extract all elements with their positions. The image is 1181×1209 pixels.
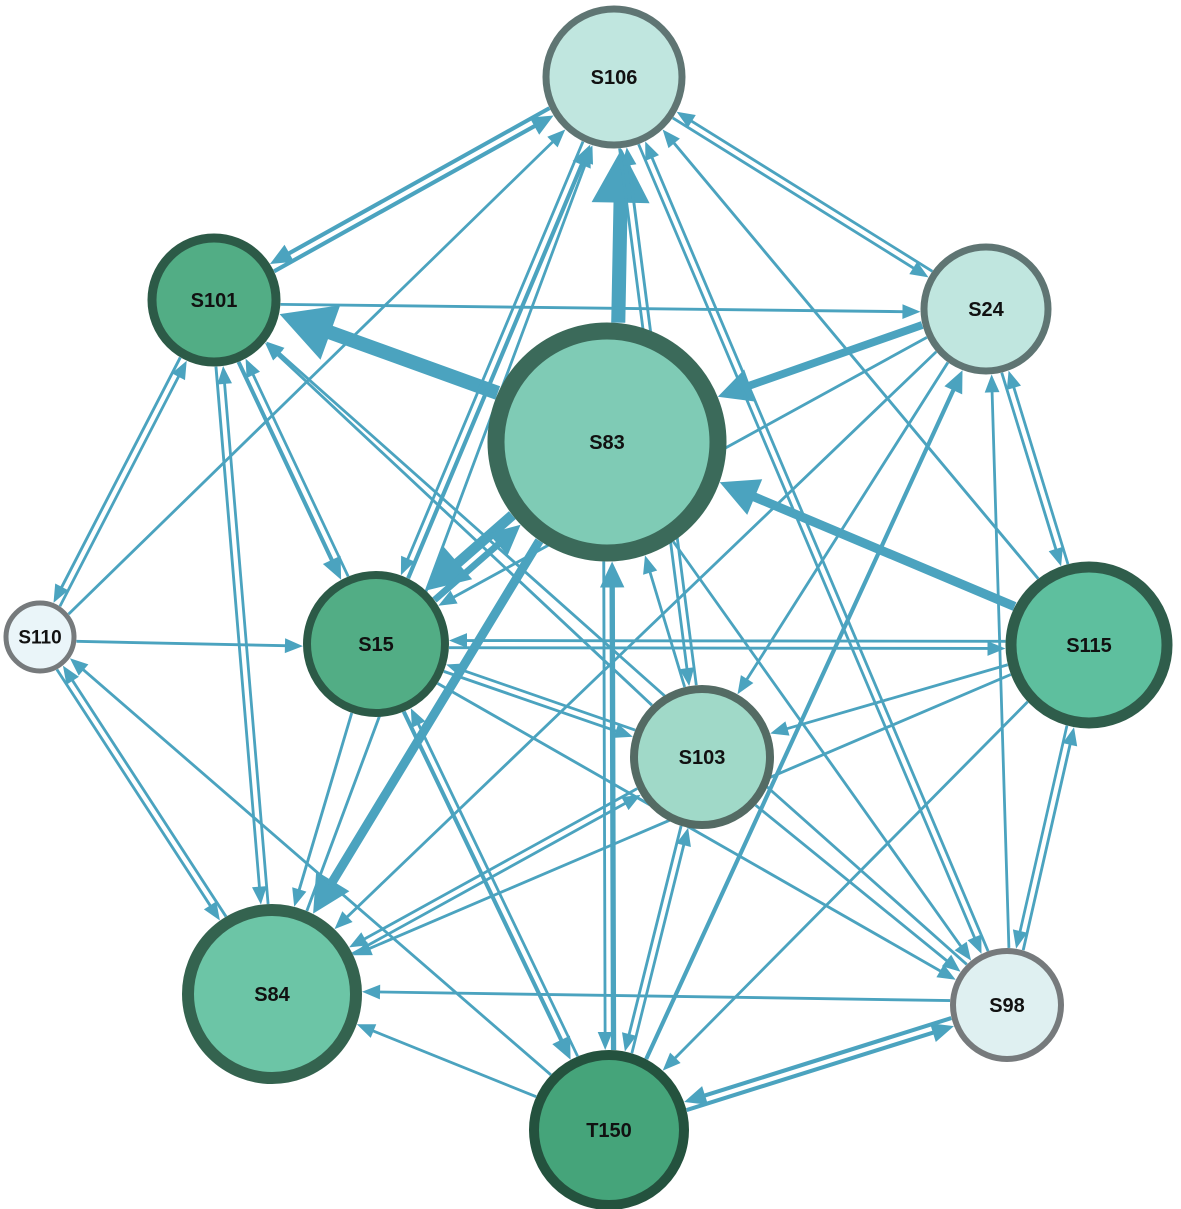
edge-s98-to-s84 xyxy=(362,984,951,1002)
edge-s106-to-s98 xyxy=(637,143,982,954)
edge-s115-to-t150 xyxy=(662,700,1029,1071)
edge-t150-to-s98 xyxy=(686,1023,954,1112)
edge-s83-to-s84 xyxy=(313,538,544,914)
edge-s84-to-s101 xyxy=(217,366,270,905)
edge-s101-to-s84 xyxy=(214,366,267,905)
node-label-s110: S110 xyxy=(18,628,61,649)
edges-layer xyxy=(53,106,1078,1112)
node-t150: T150 xyxy=(529,1050,689,1209)
edge-s106-to-s15 xyxy=(400,141,585,576)
node-s103: S103 xyxy=(630,685,774,829)
edge-s110-to-s101 xyxy=(58,360,187,607)
node-circle-t150 xyxy=(529,1050,689,1209)
node-s15: S15 xyxy=(303,571,449,717)
edge-s110-to-s15 xyxy=(76,638,303,654)
edge-s98-to-t150 xyxy=(684,1016,952,1105)
edge-t150-to-s84 xyxy=(356,1024,537,1098)
edge-s103-to-s98 xyxy=(754,804,961,972)
edge-t150-to-s24 xyxy=(644,370,963,1060)
edge-s110-to-s106 xyxy=(67,129,566,616)
node-circle-s101 xyxy=(147,233,281,367)
node-s115: S115 xyxy=(1005,561,1173,729)
edge-s101-to-s24 xyxy=(280,303,921,319)
node-circle-s98 xyxy=(950,948,1064,1062)
edge-s24-to-s115 xyxy=(1000,372,1063,567)
edge-s15-to-s83 xyxy=(432,524,521,603)
edge-s84-to-s110 xyxy=(62,665,228,918)
edge-s15-to-t150 xyxy=(401,710,571,1060)
edge-s103-to-s15 xyxy=(446,663,636,732)
node-label-t150: T150 xyxy=(586,1120,632,1142)
edge-s24-to-s103 xyxy=(737,361,950,695)
edge-s98-to-s115 xyxy=(1021,727,1078,951)
edge-t150-to-s110 xyxy=(69,658,552,1076)
node-s24: S24 xyxy=(920,243,1052,375)
edge-s84-to-s103 xyxy=(351,794,641,955)
node-circle-s83 xyxy=(487,322,727,562)
node-circle-s115 xyxy=(1005,561,1173,729)
node-label-s84: S84 xyxy=(254,984,290,1006)
node-circle-s106 xyxy=(542,5,686,149)
node-s110: S110 xyxy=(3,600,77,674)
node-s83: S83 xyxy=(487,322,727,562)
edge-s106-to-s101 xyxy=(270,106,551,265)
edge-s101-to-s110 xyxy=(53,356,182,603)
node-circle-s15 xyxy=(303,571,449,717)
edge-s15-to-s103 xyxy=(443,670,633,738)
node-s98: S98 xyxy=(950,948,1064,1062)
edge-s84-to-s106 xyxy=(305,145,593,912)
edge-t150-to-s15 xyxy=(410,708,579,1057)
edge-s115-to-s24 xyxy=(1006,370,1070,565)
edge-s98-to-s101 xyxy=(266,341,968,966)
edge-s115-to-s15 xyxy=(449,633,1006,648)
edge-t150-to-s103 xyxy=(630,827,691,1054)
edge-s83-to-s106 xyxy=(591,148,650,323)
edge-s103-to-t150 xyxy=(622,825,683,1052)
node-label-s98: S98 xyxy=(989,995,1025,1017)
node-label-s15: S15 xyxy=(358,634,394,656)
node-label-s83: S83 xyxy=(589,432,625,454)
node-label-s115: S115 xyxy=(1066,635,1112,657)
node-circle-s24 xyxy=(920,243,1052,375)
edge-s24-to-s83 xyxy=(717,321,924,402)
edge-s106-to-s24 xyxy=(672,116,929,278)
edge-s115-to-s98 xyxy=(1012,725,1069,949)
node-label-s24: S24 xyxy=(968,299,1004,321)
node-s84: S84 xyxy=(182,904,362,1084)
node-circle-s103 xyxy=(630,685,774,829)
node-label-s106: S106 xyxy=(591,67,638,89)
node-circle-s110 xyxy=(3,600,77,674)
edge-s98-to-s24 xyxy=(984,374,1011,948)
edge-s15-to-s101 xyxy=(245,358,350,577)
edge-s110-to-s84 xyxy=(55,668,220,921)
node-label-s103: S103 xyxy=(679,747,726,769)
edge-s103-to-s101 xyxy=(265,342,653,707)
edge-s101-to-s15 xyxy=(236,361,342,580)
edge-s24-to-s106 xyxy=(676,111,934,273)
edge-s106-to-s103 xyxy=(618,148,695,687)
node-label-s101: S101 xyxy=(191,290,238,312)
node-circle-s84 xyxy=(182,904,362,1084)
node-s106: S106 xyxy=(542,5,686,149)
node-s101: S101 xyxy=(147,233,281,367)
edge-s103-to-s84 xyxy=(349,787,638,948)
edge-s83-to-s98 xyxy=(672,540,972,961)
edge-s83-to-t150 xyxy=(597,561,613,1050)
edge-t150-to-s83 xyxy=(600,561,625,1050)
edge-s103-to-s83 xyxy=(643,555,686,688)
edge-s101-to-s106 xyxy=(273,115,554,274)
edge-s115-to-s103 xyxy=(770,663,1009,736)
edge-s15-to-s115 xyxy=(449,641,1006,656)
edge-s15-to-s106 xyxy=(406,144,591,580)
edge-s83-to-s15 xyxy=(426,511,516,591)
edge-s98-to-s106 xyxy=(645,141,990,952)
edge-s15-to-s84 xyxy=(292,712,354,907)
edge-s83-to-s101 xyxy=(279,305,501,400)
edge-s115-to-s106 xyxy=(662,129,1040,580)
